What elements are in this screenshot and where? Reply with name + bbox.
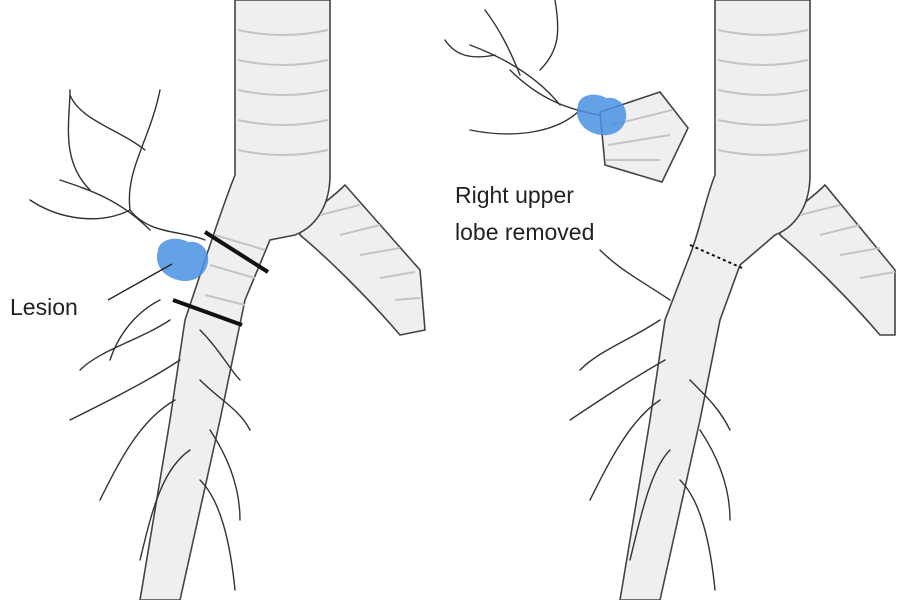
bronchial-branches-after	[569, 249, 731, 591]
lesion-pointer	[107, 263, 173, 301]
resection-line-lower	[172, 298, 243, 327]
left-bronchus-after	[779, 183, 896, 336]
trachea-after	[619, 0, 811, 600]
lesion-shape	[156, 238, 209, 282]
removed-lobe-label-line2: lobe removed	[455, 219, 595, 245]
trachea-rings-after	[717, 29, 896, 279]
bronchial-branches	[29, 89, 251, 591]
lesion-label: Lesion	[10, 294, 78, 320]
before-surgery-airway	[29, 0, 426, 600]
left-bronchus	[299, 183, 426, 336]
trachea	[139, 0, 331, 600]
removed-lobe-label-line1: Right upper	[455, 182, 574, 208]
after-surgery-airway	[444, 0, 896, 600]
resection-line-upper	[203, 230, 270, 274]
trachea-rings	[204, 29, 421, 306]
removed-lobe	[444, 0, 689, 183]
removed-lesion	[576, 94, 627, 136]
